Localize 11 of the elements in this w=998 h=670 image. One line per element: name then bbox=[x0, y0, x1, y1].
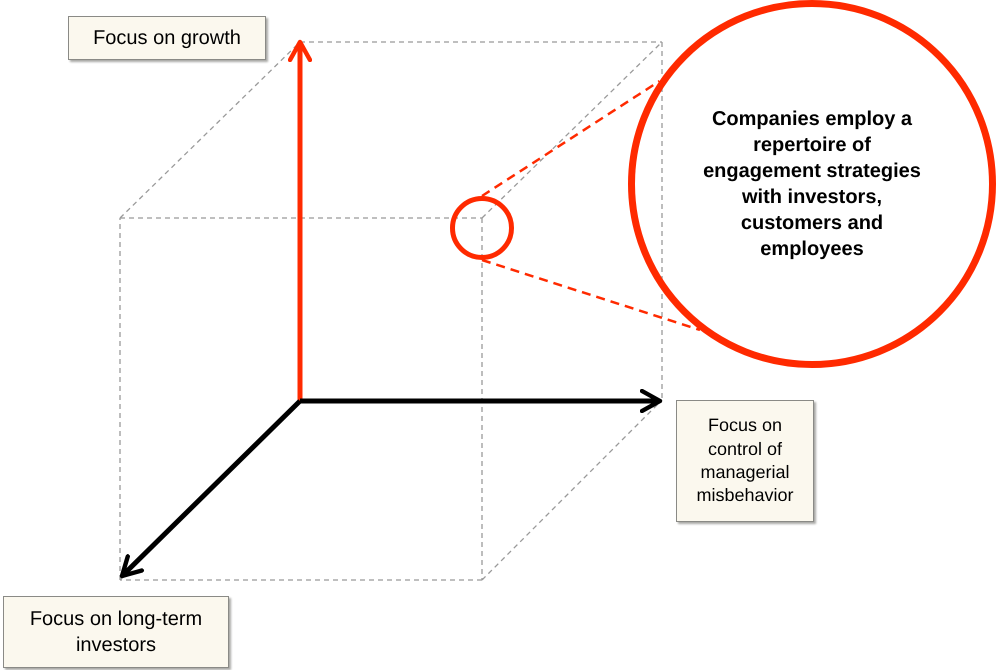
axis-label bbox=[676, 400, 814, 522]
axis-label-text: Focus on long-term investors bbox=[28, 607, 204, 658]
callout-text: Companies employ a repertoire of engagement strategies with investors, customers and employees bbox=[702, 107, 922, 262]
axis-label bbox=[3, 596, 229, 668]
axis-label-text: Focus on growth bbox=[93, 26, 241, 51]
axis-label bbox=[68, 16, 266, 60]
axis-label-text: Focus on control of managerial misbehavior bbox=[695, 414, 795, 508]
magnifier-circle bbox=[450, 196, 514, 260]
dashed-line bbox=[482, 258, 700, 332]
callout-circle bbox=[628, 0, 996, 368]
dashed-line bbox=[481, 80, 660, 198]
